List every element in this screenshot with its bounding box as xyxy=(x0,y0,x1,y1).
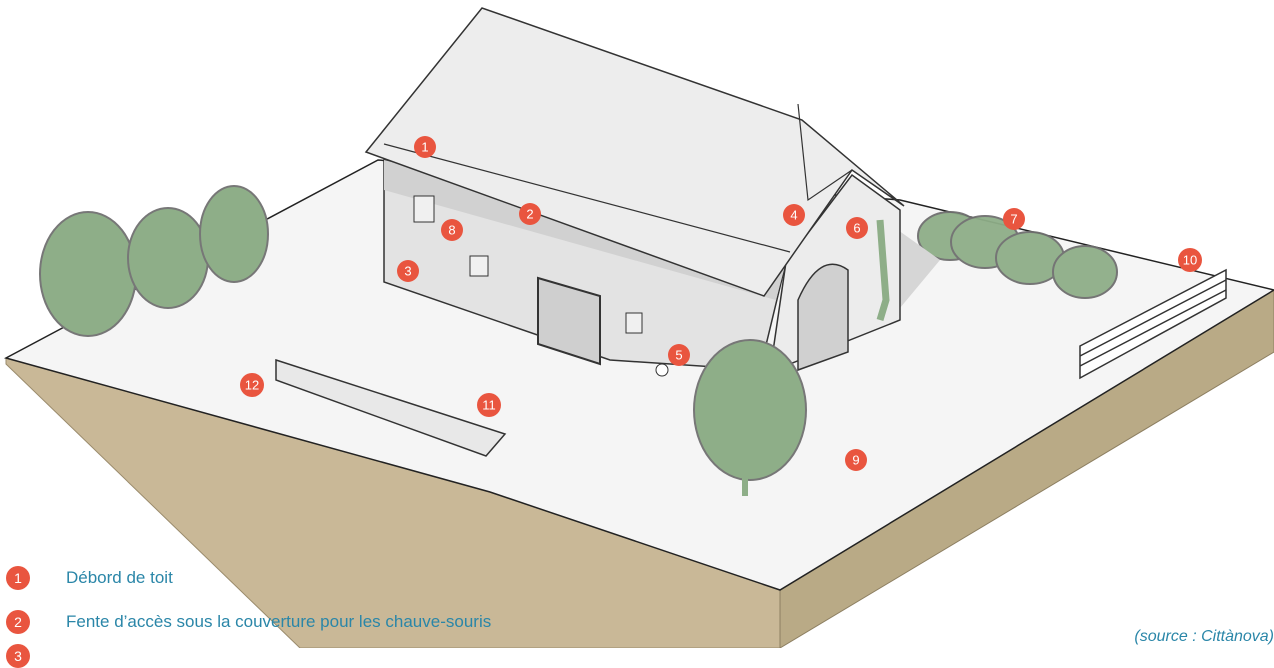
front-tree xyxy=(694,340,806,480)
svg-text:8: 8 xyxy=(448,223,455,238)
svg-text:5: 5 xyxy=(675,348,682,363)
marker-2: 2 xyxy=(519,203,541,225)
svg-text:7: 7 xyxy=(1010,212,1017,227)
ground-opening xyxy=(656,364,668,376)
marker-7: 7 xyxy=(1003,208,1025,230)
front-tree-trunk xyxy=(742,470,748,496)
barn-window-3 xyxy=(626,313,642,333)
svg-text:10: 10 xyxy=(1183,253,1197,268)
svg-text:12: 12 xyxy=(245,378,259,393)
marker-8: 8 xyxy=(441,219,463,241)
marker-11: 11 xyxy=(477,393,501,417)
marker-5: 5 xyxy=(668,344,690,366)
svg-text:6: 6 xyxy=(853,221,860,236)
barn-window-2 xyxy=(470,256,488,276)
barn-landscape-illustration: 1 2 3 4 5 6 7 8 9 10 11 12 xyxy=(0,0,1274,648)
marker-12: 12 xyxy=(240,373,264,397)
marker-6: 6 xyxy=(846,217,868,239)
svg-text:9: 9 xyxy=(852,453,859,468)
marker-3: 3 xyxy=(397,260,419,282)
marker-1: 1 xyxy=(414,136,436,158)
svg-text:2: 2 xyxy=(526,207,533,222)
legend-number: 2 xyxy=(6,610,30,634)
source-caption: (source : Cittànova) xyxy=(1134,628,1274,646)
marker-10: 10 xyxy=(1178,248,1202,272)
legend-text: Débord de toit xyxy=(66,568,173,588)
legend-number: 1 xyxy=(6,566,30,590)
marker-9: 9 xyxy=(845,449,867,471)
legend-text: Fente d’accès sous la couverture pour le… xyxy=(66,612,491,632)
svg-text:11: 11 xyxy=(482,398,496,413)
svg-text:1: 1 xyxy=(421,140,428,155)
svg-text:3: 3 xyxy=(404,264,411,279)
svg-text:4: 4 xyxy=(790,208,797,223)
barn-window-1 xyxy=(414,196,434,222)
marker-4: 4 xyxy=(783,204,805,226)
